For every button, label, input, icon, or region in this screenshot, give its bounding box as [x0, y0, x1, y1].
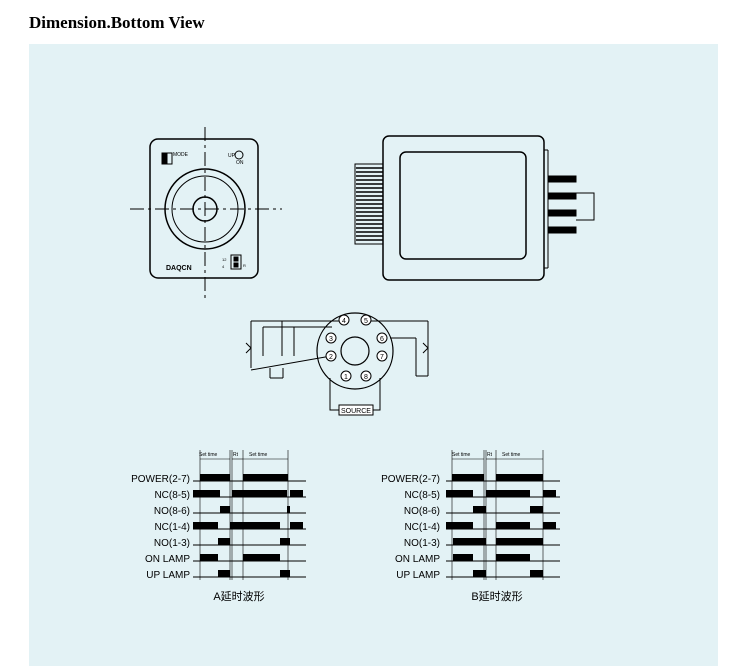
timing-pulse — [230, 522, 280, 529]
timing-pulse — [473, 506, 486, 513]
caption-a: A延时波形 — [213, 590, 264, 603]
timing-pulse — [280, 538, 290, 545]
timing-pulse — [543, 522, 556, 529]
svg-text:7: 7 — [380, 354, 384, 361]
timing-row-label: NC(8-5) — [154, 490, 190, 501]
timing-row-label: ON LAMP — [145, 554, 190, 565]
on-label: ON — [236, 160, 244, 166]
set-time-label-b-2: Set time — [502, 452, 521, 458]
pin-1: 1 — [340, 370, 352, 382]
timing-pulse — [530, 506, 543, 513]
timing-pulse — [220, 506, 230, 513]
up-label: UP — [228, 153, 236, 159]
timing-pulse — [287, 506, 290, 513]
timing-pulse — [446, 522, 473, 529]
switch-label-top: 12 — [222, 257, 227, 262]
timing-row-label: NO(8-6) — [154, 506, 190, 517]
switch-label-right: R — [243, 263, 246, 268]
timing-pulse — [486, 490, 530, 497]
timing-row-label: POWER(2-7) — [131, 474, 190, 485]
timing-pulse — [243, 474, 288, 481]
timing-pulse — [496, 474, 543, 481]
timing-pulse — [280, 570, 290, 577]
timing-row-label: NC(1-4) — [404, 522, 440, 533]
svg-text:2: 2 — [329, 354, 333, 361]
caption-b: B延时波形 — [471, 590, 522, 603]
timing-diagram-a: Set time Rt Set time POWER(2-7) NC(8-5) NO… — [131, 450, 306, 603]
set-time-label-b-1: Set time — [452, 452, 471, 458]
timing-pulse — [218, 570, 230, 577]
pin-2: 2 — [325, 350, 337, 362]
timing-pulse — [243, 554, 280, 561]
timing-pulse — [290, 490, 303, 497]
timing-row-label: UP LAMP — [146, 570, 190, 581]
pin-4: 4 — [338, 314, 350, 326]
timing-row-label: UP LAMP — [396, 570, 440, 581]
timing-pulse — [193, 522, 218, 529]
rt-label-a: Rt — [233, 452, 239, 458]
wiring-pins: 1 2 3 4 5 6 7 8 — [325, 314, 388, 382]
timing-pulse — [453, 538, 486, 545]
svg-text:5: 5 — [364, 318, 368, 325]
timing-pulse — [453, 554, 473, 561]
wiring-diagram — [245, 312, 429, 416]
drawing-panel — [29, 44, 718, 666]
pin-6: 6 — [376, 332, 388, 344]
timing-pulse — [452, 474, 484, 481]
brand-logo-text: DAQCN — [166, 265, 192, 272]
timing-pulse — [200, 554, 218, 561]
switch-label-bottom: 4 — [222, 264, 225, 269]
timing-pulse — [232, 490, 287, 497]
timing-pulse — [290, 522, 303, 529]
timing-pulse — [218, 538, 230, 545]
timing-row-label: ON LAMP — [395, 554, 440, 565]
pin-3: 3 — [325, 332, 337, 344]
timing-pulse — [543, 490, 556, 497]
timing-row-label: NO(1-3) — [154, 538, 190, 549]
pin-7: 7 — [376, 350, 388, 362]
timing-pulse — [200, 474, 230, 481]
timing-pulse — [496, 522, 530, 529]
timing-row-label: NC(8-5) — [404, 490, 440, 501]
timing-pulse — [446, 490, 473, 497]
front-view — [130, 127, 282, 300]
svg-text:1: 1 — [344, 374, 348, 381]
pin-5: 5 — [360, 314, 372, 326]
timing-pulse — [530, 570, 543, 577]
set-time-label-a-2: Set time — [249, 452, 268, 458]
source-label: SOURCE — [341, 408, 371, 415]
timing-pulse — [496, 554, 530, 561]
set-time-label-a-1: Set time — [199, 452, 218, 458]
svg-text:3: 3 — [329, 336, 333, 343]
timing-pulse — [496, 538, 543, 545]
timing-row-label: NO(1-3) — [404, 538, 440, 549]
svg-text:4: 4 — [342, 318, 346, 325]
svg-text:6: 6 — [380, 336, 384, 343]
timing-row-label: POWER(2-7) — [381, 474, 440, 485]
timing-pulse — [473, 570, 486, 577]
timing-pulse — [193, 490, 220, 497]
timing-row-label: NO(8-6) — [404, 506, 440, 517]
side-view — [354, 135, 595, 281]
mode-label: MODE — [173, 152, 189, 158]
rt-label-b: Rt — [487, 452, 493, 458]
svg-text:8: 8 — [364, 374, 368, 381]
page-title: Dimension.Bottom View — [29, 13, 205, 32]
pin-8: 8 — [360, 370, 372, 382]
timing-diagram-b: Set time Rt Set time POWER(2-7) NC(8-5) NO… — [381, 450, 560, 603]
timing-row-label: NC(1-4) — [154, 522, 190, 533]
